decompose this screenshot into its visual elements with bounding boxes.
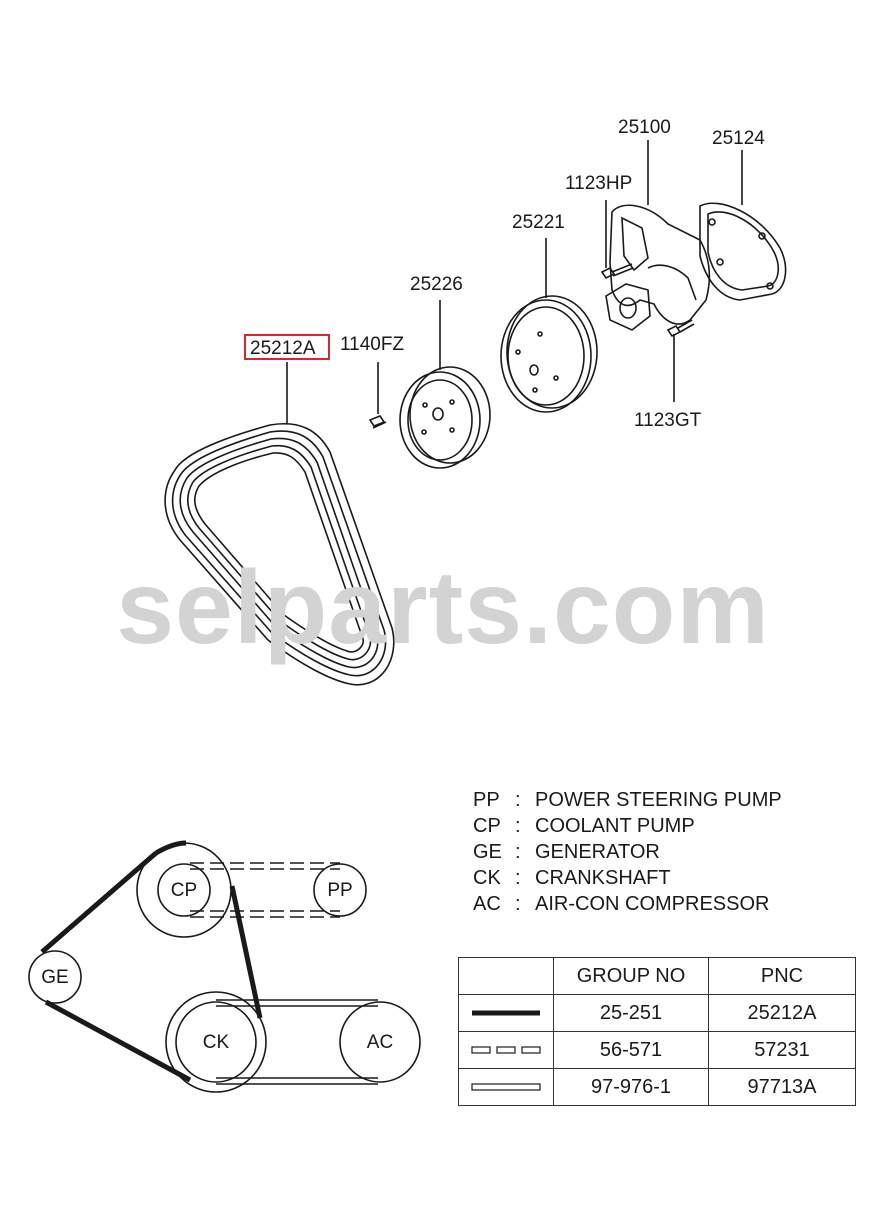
pulley-label-pp: PP — [327, 880, 353, 901]
legend-separator: : — [515, 867, 521, 889]
label-25100[interactable]: 25100 — [618, 117, 671, 138]
legend-row: CP : COOLANT PUMP — [473, 813, 782, 839]
table-row[interactable]: 97-976-1 97713A — [458, 1068, 856, 1106]
legend-row: AC : AIR-CON COMPRESSOR — [473, 891, 782, 917]
table-cell-group[interactable]: 56-571 — [553, 1031, 709, 1069]
label-1140fz[interactable]: 1140FZ — [340, 334, 405, 355]
pulley-label-ac: AC — [366, 1032, 394, 1053]
line-style-dashed — [458, 1031, 554, 1069]
legend-separator: : — [515, 789, 521, 811]
pulley-25226[interactable] — [399, 300, 491, 469]
label-1123hp[interactable]: 1123HP — [565, 173, 633, 194]
legend-row: PP : POWER STEERING PUMP — [473, 787, 782, 813]
legend-row: CK : CRANKSHAFT — [473, 865, 782, 891]
legend-abbr: CK — [473, 867, 501, 889]
table-header-row: GROUP NO PNC — [458, 957, 856, 995]
table-header-line — [458, 957, 554, 995]
pulley-label-cp: CP — [170, 880, 198, 901]
legend-abbr: GE — [473, 841, 502, 863]
belt-parts-table: GROUP NO PNC 25-251 25212A 56-571 57231 — [458, 957, 856, 1106]
drive-belt[interactable] — [164, 423, 395, 686]
legend-description: COOLANT PUMP — [535, 815, 695, 837]
label-25221[interactable]: 25221 — [512, 212, 565, 233]
legend-separator: : — [515, 815, 521, 837]
table-cell-pnc[interactable]: 25212A — [708, 994, 856, 1032]
legend-description: AIR-CON COMPRESSOR — [535, 893, 770, 915]
bolt-1140fz[interactable] — [368, 362, 387, 429]
legend-description: CRANKSHAFT — [535, 867, 671, 889]
table-row[interactable]: 25-251 25212A — [458, 994, 856, 1032]
watermark-text: selparts.com — [116, 550, 770, 666]
legend-row: GE : GENERATOR — [473, 839, 782, 865]
bolt-1123gt[interactable] — [666, 319, 695, 402]
pulley-label-ck: CK — [202, 1032, 230, 1053]
abbreviation-legend: PP : POWER STEERING PUMP CP : COOLANT PU… — [473, 787, 782, 917]
pulley-cp[interactable] — [136, 842, 232, 938]
pulley-ge[interactable] — [28, 950, 82, 1004]
pulley-ac[interactable] — [339, 1001, 421, 1083]
table-cell-group[interactable]: 97-976-1 — [553, 1068, 709, 1106]
legend-description: POWER STEERING PUMP — [535, 789, 782, 811]
pulley-25221[interactable] — [500, 238, 598, 413]
label-25212a[interactable]: 25212A — [250, 338, 316, 359]
water-pump-25100[interactable] — [605, 140, 787, 331]
belt-57231-route — [190, 862, 340, 918]
legend-abbr: CP — [473, 815, 501, 837]
pulley-label-ge: GE — [41, 967, 69, 988]
pulley-pp[interactable] — [313, 863, 367, 917]
table-cell-pnc[interactable]: 97713A — [708, 1068, 856, 1106]
pulley-ck[interactable] — [165, 991, 267, 1093]
table-cell-group[interactable]: 25-251 — [553, 994, 709, 1032]
legend-abbr: PP — [473, 789, 500, 811]
legend-separator: : — [515, 841, 521, 863]
table-header-group: GROUP NO — [553, 957, 709, 995]
label-1123gt[interactable]: 1123GT — [634, 410, 702, 431]
highlight-frame — [244, 334, 330, 360]
line-style-thick-solid — [458, 994, 554, 1032]
label-25124[interactable]: 25124 — [712, 128, 765, 149]
legend-description: GENERATOR — [535, 841, 660, 863]
table-row[interactable]: 56-571 57231 — [458, 1031, 856, 1069]
bolt-1123hp[interactable] — [600, 200, 634, 280]
line-style-double-outline — [458, 1068, 554, 1106]
table-cell-pnc[interactable]: 57231 — [708, 1031, 856, 1069]
table-header-pnc: PNC — [708, 957, 856, 995]
label-25226[interactable]: 25226 — [410, 274, 463, 295]
legend-abbr: AC — [473, 893, 501, 915]
legend-separator: : — [515, 893, 521, 915]
